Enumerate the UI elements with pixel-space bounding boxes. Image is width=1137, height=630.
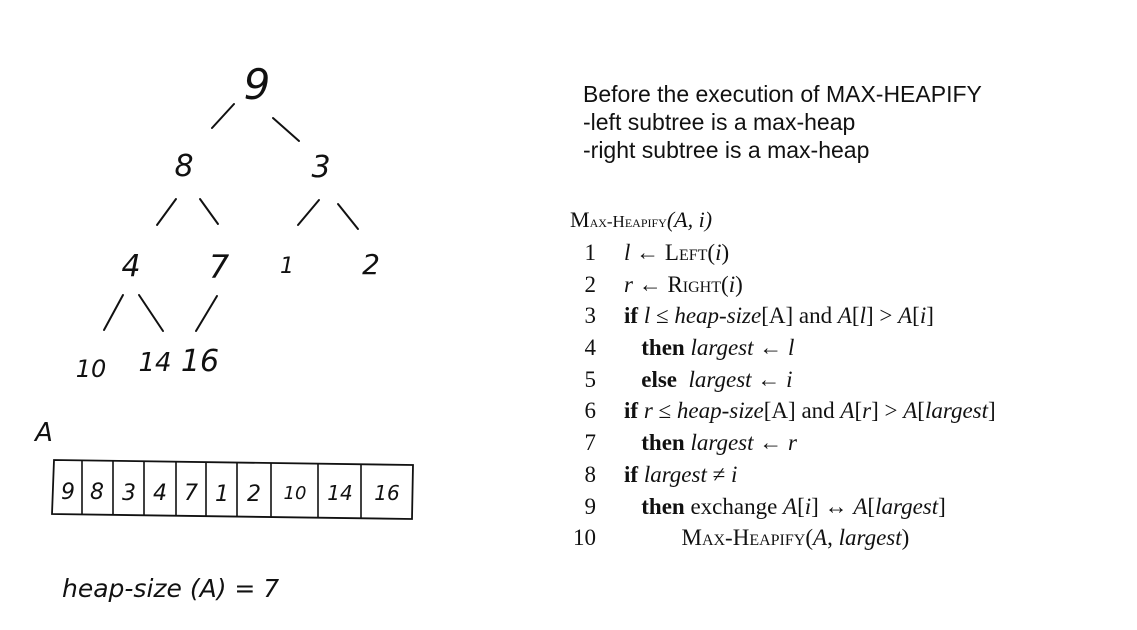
code-line: 6 if r ≤ heap-size[A] and A[r] > A[larges…: [570, 395, 996, 427]
precondition-right: -right subtree is a max-heap: [583, 137, 870, 163]
heap-size-note: heap-size (A) = 7: [62, 574, 279, 603]
code-text: else largest ← i: [641, 366, 793, 392]
array-cell: 16: [374, 481, 399, 505]
array-cell: 8: [90, 480, 104, 505]
code-line: 7 then largest ← r: [570, 427, 797, 459]
array-cell: 7: [184, 481, 198, 506]
code-text: then largest ← r: [641, 430, 797, 456]
line-number: 7: [584, 430, 597, 456]
code-text: l ← Left(i): [624, 240, 730, 265]
array-cell: 3: [122, 481, 136, 506]
code-text: then largest ← l: [641, 335, 795, 361]
edge-3-2: [337, 203, 359, 230]
tree-node-10: 10: [76, 355, 107, 383]
edge-8-4: [156, 198, 177, 226]
edge-9-8: [211, 103, 235, 129]
max-heapify-pseudocode: Max-Heapify(A, i) 1 l ← Left(i) 2 r ← Right…: [570, 203, 996, 554]
line-number: 9: [584, 493, 597, 519]
edge-8-7: [199, 198, 219, 225]
code-line: 2 r ← Right(i): [570, 269, 743, 301]
edge-7-16: [195, 295, 218, 332]
code-line: 3 if l ≤ heap-size[A] and A[l] > A[i]: [570, 300, 934, 332]
tree-node-7: 7: [209, 248, 230, 286]
line-number: 3: [584, 303, 597, 329]
algorithm-title-rest: ax-Heapify: [589, 212, 667, 231]
array-cell: 9: [61, 480, 75, 505]
array-name-label: A: [33, 418, 53, 448]
tree-node-14: 14: [138, 348, 171, 378]
code-line: 5 else largest ← i: [570, 364, 793, 396]
line-number: 10: [573, 525, 596, 551]
edge-9-3: [272, 117, 300, 142]
edge-3-1: [297, 199, 320, 226]
line-number: 5: [584, 366, 597, 392]
array-box: [51, 459, 414, 520]
array-cell: 14: [327, 481, 352, 505]
code-line: 4 then largest ← l: [570, 332, 795, 364]
tree-node-8: 8: [174, 149, 193, 184]
algorithm-title: Max-Heapify(A, i): [570, 203, 712, 237]
code-line: 1 l ← Left(i): [570, 237, 730, 269]
code-line: 8 if largest ≠ i: [570, 459, 738, 491]
code-text: r ← Right(i): [624, 271, 743, 297]
tree-node-9: 9: [244, 60, 271, 109]
tree-edges: [103, 103, 359, 332]
tree-node-4: 4: [121, 249, 140, 284]
algorithm-title-args: (A, i): [666, 207, 713, 232]
line-number: 4: [584, 335, 597, 361]
array-cell: 4: [153, 481, 167, 506]
code-text: Max-Heapify(A, largest): [681, 525, 910, 551]
code-line: 9 then exchange A[i] ↔ A[largest]: [570, 491, 946, 523]
array-cell: 1: [215, 482, 229, 507]
code-text: then exchange A[i] ↔ A[largest]: [641, 493, 946, 519]
edge-4-10: [103, 294, 124, 331]
tree-node-3: 3: [311, 150, 330, 185]
line-number: 2: [584, 271, 597, 297]
line-number: 6: [584, 398, 597, 424]
code-text: if largest ≠ i: [624, 461, 738, 487]
code-text: if l ≤ heap-size[A] and A[l] > A[i]: [624, 303, 934, 329]
precondition-heading: Before the execution of MAX-HEAPIFY: [583, 81, 982, 107]
array-cell: 2: [247, 482, 261, 507]
edge-4-14: [138, 294, 164, 332]
tree-node-1: 1: [280, 254, 294, 279]
code-text: if r ≤ heap-size[A] and A[r] > A[largest…: [624, 398, 996, 424]
precondition-left: -left subtree is a max-heap: [583, 109, 856, 135]
algorithm-lines: 1 l ← Left(i) 2 r ← Right(i) 3 if l ≤ heap-si…: [570, 237, 996, 554]
line-number: 1: [584, 240, 597, 265]
code-line: 10 Max-Heapify(A, largest): [570, 522, 909, 554]
array-outline: [51, 459, 414, 520]
tree-node-2: 2: [362, 248, 380, 281]
tree-node-16: 16: [181, 344, 219, 379]
line-number: 8: [584, 461, 597, 487]
algorithm-title-initial: M: [570, 207, 590, 232]
array-cell: 10: [284, 483, 307, 504]
precondition-note: Before the execution of MAX-HEAPIFY -lef…: [583, 80, 982, 164]
